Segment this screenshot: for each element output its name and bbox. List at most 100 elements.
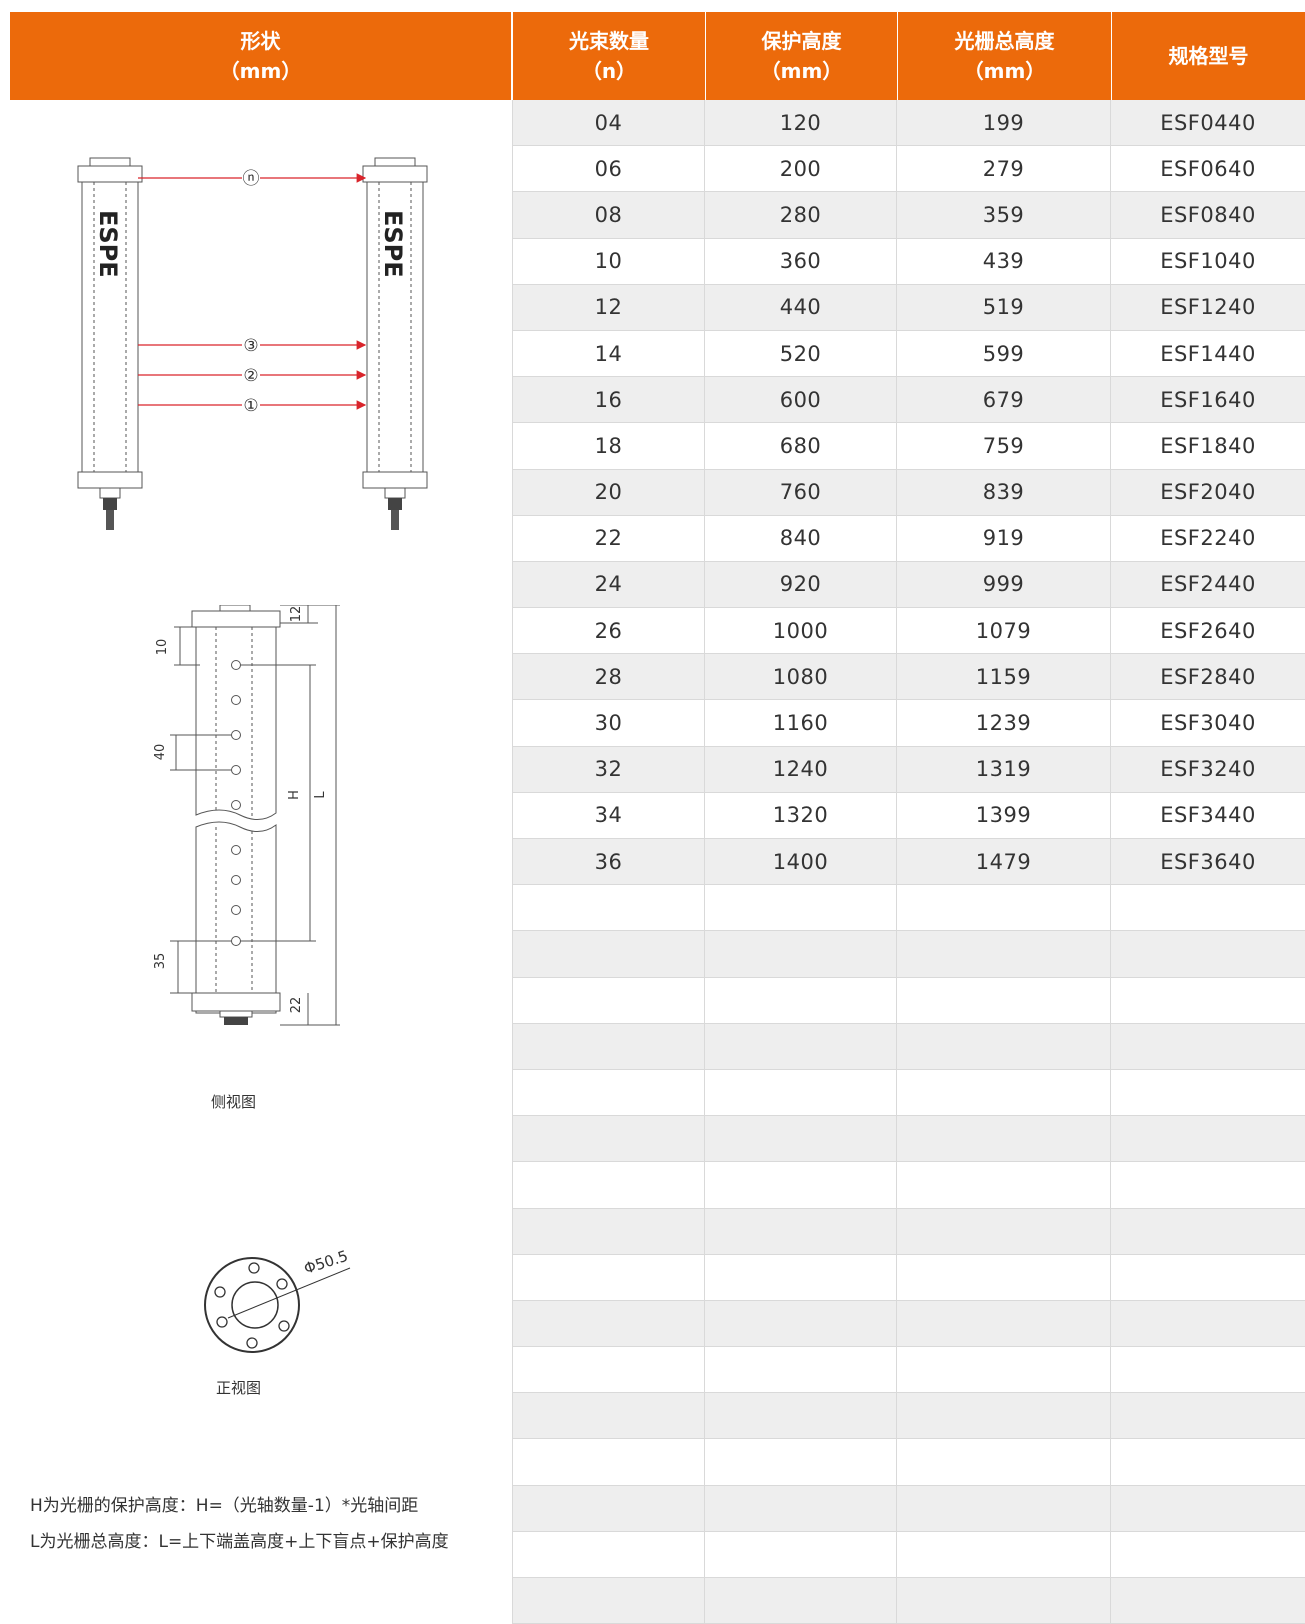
beam-count-cell: 10 bbox=[512, 238, 705, 284]
model-cell bbox=[1111, 1209, 1305, 1254]
total-height-cell: 279 bbox=[897, 146, 1111, 192]
model-cell: ESF3440 bbox=[1160, 803, 1256, 828]
emitter-brand-text: ESPE bbox=[94, 210, 122, 278]
protection-height-cell: 1080 bbox=[705, 654, 897, 700]
model-cell: ESF0440 bbox=[1160, 110, 1256, 135]
beam-count-cell bbox=[512, 1347, 705, 1393]
protection-height-cell bbox=[705, 1347, 897, 1393]
model-cell bbox=[1111, 1162, 1305, 1207]
beam-count-cell: 22 bbox=[512, 515, 705, 561]
model-cell: ESF3240 bbox=[1160, 757, 1256, 782]
dim-top-cap: 12 bbox=[289, 606, 304, 623]
beam-label-3: ③ bbox=[243, 336, 258, 356]
table-row bbox=[512, 1069, 1305, 1117]
protection-height-cell: 120 bbox=[705, 100, 897, 146]
model-cell bbox=[1111, 1439, 1305, 1484]
note-total-height: L为光栅总高度：L=上下端盖高度+上下盲点+保护高度 bbox=[30, 1532, 449, 1552]
header-shape-unit: （mm） bbox=[219, 59, 302, 83]
model-cell: ESF3040 bbox=[1160, 711, 1256, 736]
model-cell bbox=[1111, 885, 1305, 930]
total-height-cell bbox=[897, 977, 1111, 1023]
header-beams: 光束数量 （n） bbox=[513, 12, 705, 100]
header-protect-unit: （mm） bbox=[760, 59, 843, 83]
model-cell: ESF2840 bbox=[1160, 664, 1256, 689]
protection-height-cell bbox=[705, 1069, 897, 1116]
header-beams-title: 光束数量 bbox=[569, 29, 649, 53]
table-row bbox=[512, 1208, 1305, 1255]
total-height-cell: 1159 bbox=[897, 654, 1111, 700]
protection-height-cell: 1160 bbox=[705, 700, 897, 746]
beam-count-cell: 16 bbox=[512, 377, 705, 423]
total-height-cell bbox=[897, 1347, 1111, 1393]
protection-height-cell bbox=[705, 1439, 897, 1485]
protection-height-cell bbox=[705, 1393, 897, 1439]
total-height-cell bbox=[897, 1300, 1111, 1347]
model-cell: ESF1240 bbox=[1160, 295, 1256, 320]
total-height-cell: 679 bbox=[897, 377, 1111, 423]
table-row bbox=[512, 931, 1305, 978]
protection-height-cell bbox=[705, 1254, 897, 1300]
beam-count-cell: 14 bbox=[512, 330, 705, 377]
header-protect: 保护高度 （mm） bbox=[706, 12, 897, 100]
dim-l: L bbox=[313, 791, 328, 799]
model-cell bbox=[1111, 1532, 1305, 1577]
total-height-cell: 1079 bbox=[897, 608, 1111, 654]
beam-count-cell bbox=[512, 977, 705, 1023]
protection-height-cell: 360 bbox=[705, 238, 897, 284]
header-total-title: 光栅总高度 bbox=[954, 29, 1055, 53]
model-cell bbox=[1111, 1347, 1305, 1392]
beam-count-cell bbox=[512, 885, 705, 931]
beam-count-cell bbox=[512, 1023, 705, 1069]
beam-count-cell: 20 bbox=[512, 469, 705, 515]
model-cell bbox=[1111, 1393, 1305, 1438]
table-row bbox=[512, 1439, 1305, 1486]
beam-count-cell bbox=[512, 1300, 705, 1347]
model-cell: ESF0840 bbox=[1160, 202, 1256, 227]
protection-height-cell: 440 bbox=[705, 284, 897, 330]
total-height-cell bbox=[897, 1578, 1111, 1624]
total-height-cell: 919 bbox=[897, 515, 1111, 561]
header-model-title: 规格型号 bbox=[1168, 44, 1249, 68]
table-row bbox=[512, 1162, 1305, 1209]
beam-count-cell bbox=[512, 1116, 705, 1162]
dim-pitch: 40 bbox=[153, 744, 168, 761]
protection-height-cell bbox=[705, 1485, 897, 1531]
total-height-cell: 519 bbox=[897, 284, 1111, 330]
protection-height-cell bbox=[705, 1531, 897, 1577]
total-height-cell: 759 bbox=[897, 423, 1111, 469]
beam-count-cell: 12 bbox=[512, 284, 705, 330]
total-height-cell: 839 bbox=[897, 469, 1111, 515]
receiver-unit bbox=[362, 157, 428, 530]
model-cell: ESF0640 bbox=[1160, 156, 1256, 181]
model-cell: ESF1440 bbox=[1160, 341, 1256, 366]
protection-height-cell: 840 bbox=[705, 515, 897, 561]
total-height-cell: 199 bbox=[897, 100, 1111, 146]
model-cell bbox=[1111, 1578, 1305, 1623]
total-height-cell: 359 bbox=[897, 192, 1111, 238]
beam-count-cell: 36 bbox=[512, 839, 705, 885]
header-shape: 形状 （mm） bbox=[10, 12, 511, 100]
header-total-unit: （mm） bbox=[963, 59, 1046, 83]
protection-height-cell: 280 bbox=[705, 192, 897, 238]
beam-count-cell: 32 bbox=[512, 746, 705, 792]
beam-count-cell: 30 bbox=[512, 700, 705, 746]
protection-height-cell bbox=[705, 1208, 897, 1254]
protection-height-cell: 1240 bbox=[705, 746, 897, 792]
beam-label-2: ② bbox=[243, 366, 258, 386]
model-cell bbox=[1111, 978, 1305, 1023]
table-row bbox=[512, 1485, 1305, 1532]
model-cell: ESF1840 bbox=[1160, 433, 1256, 458]
model-cell bbox=[1111, 1070, 1305, 1115]
model-cell bbox=[1111, 1255, 1305, 1300]
beam-count-cell bbox=[512, 1162, 705, 1208]
model-cell: ESF2040 bbox=[1160, 480, 1256, 505]
